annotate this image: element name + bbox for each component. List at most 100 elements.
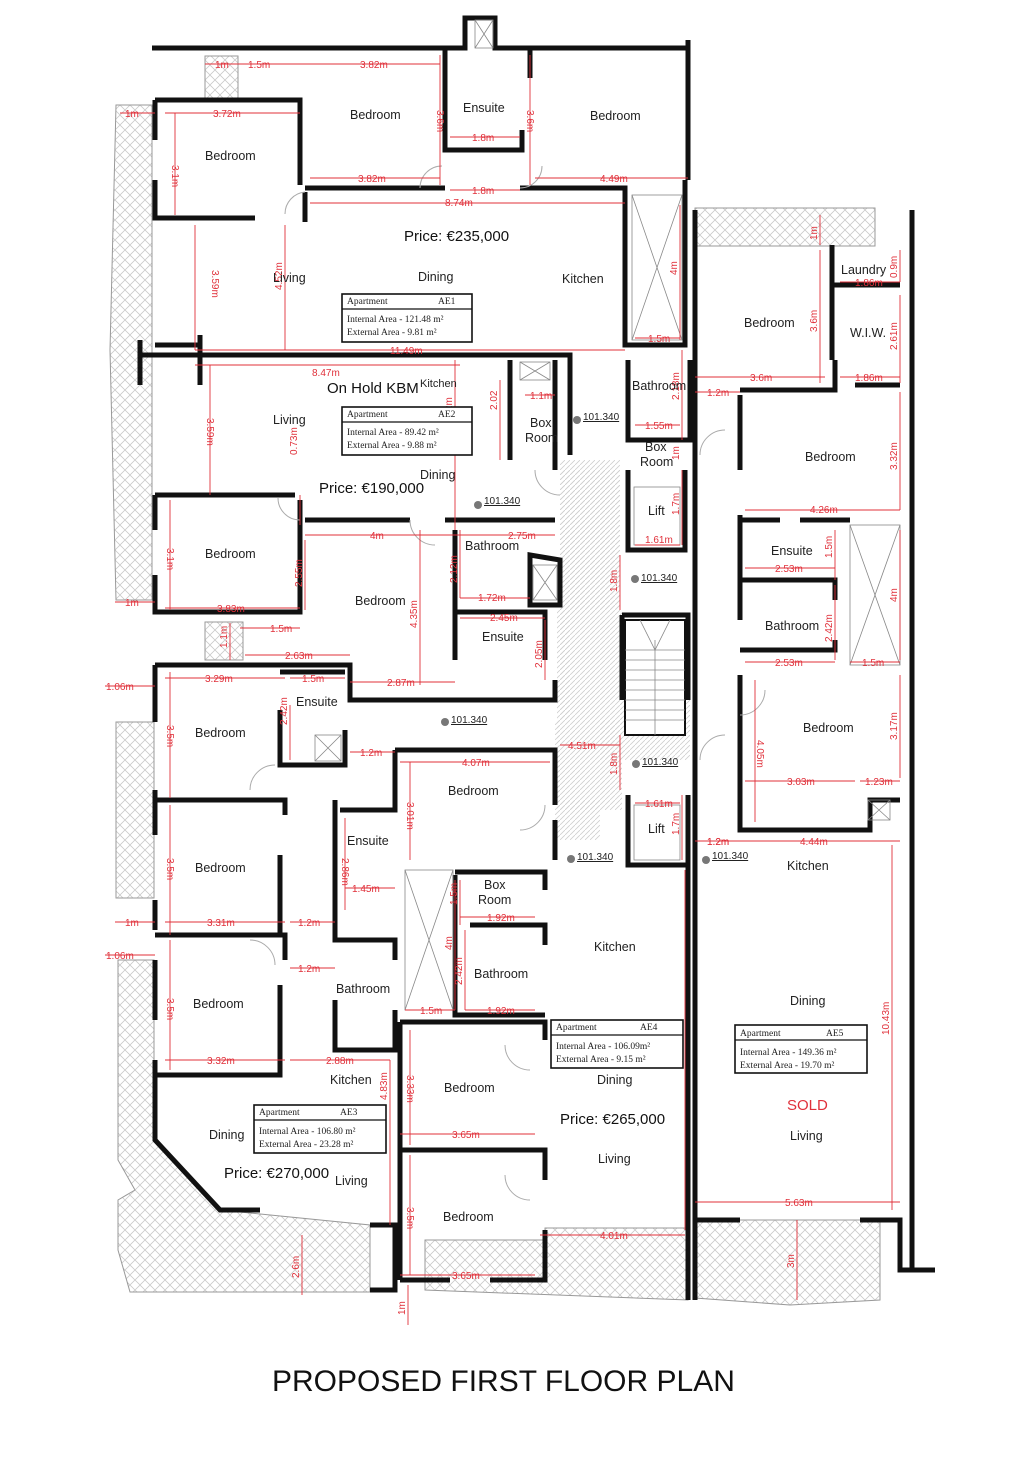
dim-label: 1.5m — [648, 334, 670, 345]
level-value: 101.340 — [642, 757, 679, 768]
staircase — [624, 619, 686, 736]
room-laundry: Laundry — [841, 263, 887, 277]
common-corridor — [555, 460, 690, 840]
dim-label: 4m — [444, 936, 455, 950]
dim-label: 4.01m — [600, 1231, 628, 1242]
room-bedroom: Bedroom — [195, 861, 246, 875]
room-bathroom: Bathroom — [465, 539, 519, 553]
room-ensuite: Ensuite — [347, 834, 389, 848]
sold-ae5: SOLD — [787, 1097, 828, 1114]
dim-label: 8.47m — [312, 368, 340, 379]
info-id: AE1 — [438, 297, 456, 307]
dim-label: 3.6m — [524, 110, 535, 132]
dim-label: 1.8m — [609, 753, 620, 775]
room-ensuite: Ensuite — [771, 544, 813, 558]
room-bedroom: Bedroom — [193, 997, 244, 1011]
info-id: AE2 — [438, 410, 456, 420]
dim-label: 1.2m — [707, 837, 729, 848]
room-dining: Dining — [597, 1073, 632, 1087]
dimension-lines — [105, 55, 901, 1325]
level-value: 101.340 — [641, 573, 678, 584]
dim-label: 1.2m — [360, 748, 382, 759]
info-id: AE4 — [640, 1023, 658, 1033]
price-ae3: Price: €270,000 — [224, 1165, 329, 1182]
dim-label: 3.1m — [169, 165, 180, 187]
dim-label: 1.61m — [645, 799, 673, 810]
dim-label: 0.9m — [889, 256, 900, 278]
dim-label: 1.23m — [865, 777, 893, 788]
room-dining: Dining — [790, 994, 825, 1008]
info-box-ae4: Apartment AE4 Internal Area - 106.09m² E… — [550, 1019, 684, 1069]
dim-label: 4.49m — [600, 174, 628, 185]
level-marker: 101.340 — [441, 715, 488, 726]
price-labels: Price: €235,000 On Hold KBM Price: €190,… — [224, 228, 828, 1182]
room-box: Box — [484, 878, 506, 892]
dim-label: 4m — [669, 261, 680, 275]
room-bedroom: Bedroom — [448, 784, 499, 798]
dim-label: 1.72m — [478, 593, 506, 604]
room-dining: Dining — [420, 468, 455, 482]
dim-label: 8.74m — [445, 198, 473, 209]
dim-label: 4.35m — [409, 600, 420, 628]
dim-label: 1.7m — [671, 493, 682, 515]
price-ae1: Price: €235,000 — [404, 228, 509, 245]
plan-title: PROPOSED FIRST FLOOR PLAN — [272, 1365, 735, 1398]
dim-label: 2.55m — [294, 559, 305, 587]
dim-label: 1.1m — [219, 626, 230, 648]
dim-label: 1.8m — [609, 570, 620, 592]
info-external: External Area - 9.88 m² — [347, 441, 437, 451]
level-value: 101.340 — [583, 412, 620, 423]
info-label: Apartment — [740, 1029, 781, 1039]
dim-label: 4.83m — [379, 1072, 390, 1100]
info-external: External Area - 9.81 m² — [347, 328, 437, 338]
level-value: 101.340 — [577, 852, 614, 863]
dim-label: 2.42m — [824, 614, 835, 642]
level-marker: 101.340 — [474, 496, 521, 509]
dim-label: 4.52m — [274, 262, 285, 290]
level-marker: 101.340 — [632, 757, 679, 768]
dim-label: 3.5m — [164, 858, 175, 880]
dim-label: 3.17m — [889, 712, 900, 740]
room-kitchen: Kitchen — [330, 1073, 372, 1087]
dim-label: 3.32m — [207, 1056, 235, 1067]
dim-label: 3.6m — [750, 373, 772, 384]
room-lift: Lift — [648, 504, 665, 518]
dim-label: 1m — [671, 446, 682, 460]
room-bathroom: Bathroom — [474, 967, 528, 981]
room-bathroom: Bathroom — [632, 379, 686, 393]
dim-label: 2.42m — [279, 697, 290, 725]
room-ensuite: Ensuite — [482, 630, 524, 644]
dim-label: 1.55m — [645, 421, 673, 432]
dim-label: 1.5m — [302, 674, 324, 685]
dim-label: 1.06m — [106, 951, 134, 962]
room-box-room: Room — [525, 431, 558, 445]
room-wiw: W.I.W. — [850, 326, 886, 340]
level-icon — [702, 856, 710, 864]
info-label: Apartment — [259, 1108, 300, 1118]
dim-label: 3.72m — [213, 109, 241, 120]
dim-label: 1.92m — [487, 913, 515, 924]
dim-label: 2.53m — [775, 564, 803, 575]
room-living: Living — [273, 271, 306, 285]
room-bedroom: Bedroom — [195, 726, 246, 740]
dim-label: 1.5m — [420, 1006, 442, 1017]
dim-label: 4m — [370, 531, 384, 542]
dim-label: 2.42m — [454, 957, 465, 985]
room-kitchen: Kitchen — [562, 272, 604, 286]
info-internal: Internal Area - 89.42 m² — [347, 428, 439, 438]
dim-label: 2.87m — [387, 678, 415, 689]
info-box-ae2: Apartment AE2 Internal Area - 89.42 m² E… — [341, 406, 473, 456]
dim-label: 10.43m — [881, 1002, 892, 1035]
dim-label: 2.12m — [449, 555, 460, 583]
info-label: Apartment — [347, 410, 388, 420]
level-markers: 101.340 101.340 101.340 101.340 101.340 … — [441, 412, 749, 864]
dim-label: 2.53m — [775, 658, 803, 669]
room-bedroom: Bedroom — [355, 594, 406, 608]
dim-label: 1m — [125, 918, 139, 929]
dim-label: 1.2m — [707, 388, 729, 399]
dim-label: 1m — [125, 109, 139, 120]
dim-label: 4.26m — [810, 505, 838, 516]
dim-label: 1.2m — [707, 837, 729, 848]
dim-label: 2.75m — [508, 531, 536, 542]
room-bedroom: Bedroom — [805, 450, 856, 464]
